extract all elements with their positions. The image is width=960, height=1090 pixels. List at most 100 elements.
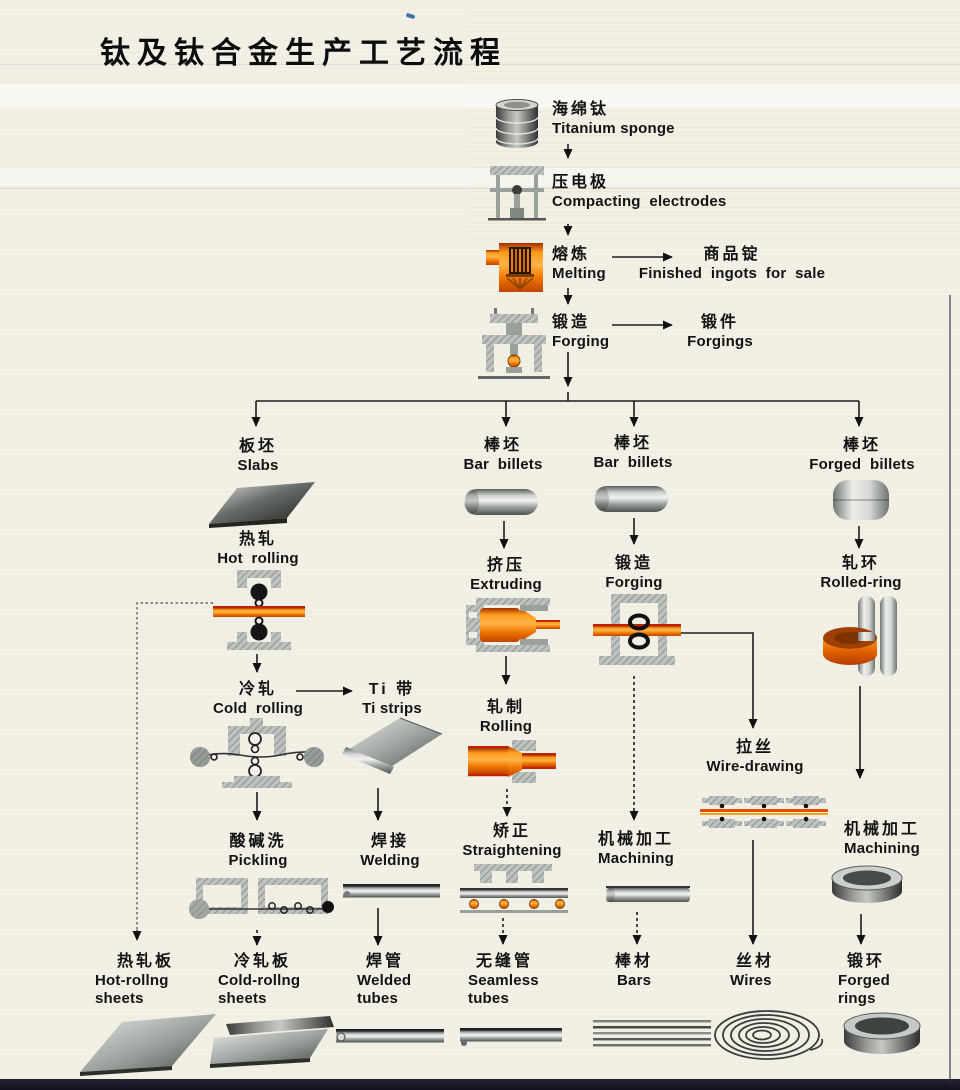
seamless-tubes-label: 无缝管 Seamless tubes xyxy=(468,952,539,1008)
wire-drawing-icon xyxy=(700,796,828,828)
straightening-machine-icon xyxy=(460,864,568,913)
straightening-label-zh: 矫正 xyxy=(492,823,532,840)
welded-tubes-label-en: Welded xyxy=(357,971,412,989)
pickling-label-en: Pickling xyxy=(228,851,288,869)
bar-billet-icon xyxy=(594,486,668,512)
page-edge-line xyxy=(949,295,951,1085)
hot-rolling-label-zh: 热轧 xyxy=(238,531,277,548)
scan-rule-line xyxy=(0,188,960,189)
forged-billets-label-zh: 棒坯 xyxy=(842,437,882,454)
bars-icon xyxy=(593,1020,711,1047)
slabs-label: 板坯 Slabs xyxy=(237,437,278,475)
wires-label-zh: 丝材 xyxy=(736,953,775,970)
page-edge-band xyxy=(0,1079,960,1090)
forging-main-label: 锻造 Forging xyxy=(552,313,609,351)
straightening-label-en: Straightening xyxy=(462,841,562,859)
seamless-tubes-label-zh: 无缝管 xyxy=(476,953,534,970)
welded-tubes-label: 焊管 Welded tubes xyxy=(357,952,411,1008)
welding-label-en: Welding xyxy=(360,851,420,869)
machining-bar-label: 机械加工 Machining xyxy=(598,830,674,868)
bar-billets-2-label-zh: 棒坯 xyxy=(613,435,652,452)
welded-tubes-label-zh: 焊管 xyxy=(366,953,405,970)
forging-bar-label-en: Forging xyxy=(605,573,663,591)
wires-label-en: Wires xyxy=(730,971,772,989)
ti-strips-label: Ti 带 Ti strips xyxy=(362,680,422,718)
pickling-label: 酸碱洗 Pickling xyxy=(228,832,287,870)
ti-strips-label-zh: Ti 带 xyxy=(368,681,416,698)
forgings-label-zh: 锻件 xyxy=(700,314,740,331)
hot-sheet-icon xyxy=(80,1014,216,1076)
bar-billet-icon xyxy=(464,489,538,515)
wire-drawing-label: 拉丝 Wire-drawing xyxy=(706,738,803,776)
forgings-label-en: Forgings xyxy=(687,332,753,350)
sponge-label: 海绵钛 Titanium sponge xyxy=(552,100,675,138)
cold-sheets-label: 冷轧板 Cold-rollng sheets xyxy=(218,952,300,1008)
extruding-label: 挤压 Extruding xyxy=(470,556,542,594)
seamless-tubes-icon xyxy=(460,1028,562,1046)
machining-bar-label-zh: 机械加工 xyxy=(597,831,675,848)
forged-billet-icon xyxy=(833,480,889,520)
seamless-tubes-label-en: Seamless xyxy=(468,971,539,989)
melting-label: 熔炼 Melting xyxy=(552,245,606,283)
hot-sheets-label-en: Hot-rollng xyxy=(95,971,169,989)
machining-bar-label-en: Machining xyxy=(598,849,674,867)
bar-billets-2-label: 棒坯 Bar billets xyxy=(593,434,672,472)
rolling-label-en: Rolling xyxy=(479,717,533,735)
forged-ring-icon xyxy=(843,1012,921,1054)
bar-billets-1-label-zh: 棒坯 xyxy=(483,437,522,454)
hot-rolling-label: 热轧 Hot rolling xyxy=(217,530,299,568)
machined-ring-icon xyxy=(831,865,903,903)
tube-rolling-icon xyxy=(468,740,556,783)
welding-label: 焊接 Welding xyxy=(360,832,419,870)
electrodes-label-zh: 压电极 xyxy=(552,174,610,191)
ring-rolling-mill-icon xyxy=(823,596,897,676)
cold-sheet-icon xyxy=(210,1016,334,1068)
pickling-line-icon xyxy=(189,878,334,919)
rolling-label: 轧制 Rolling xyxy=(480,698,532,736)
slabs-label-zh: 板坯 xyxy=(238,438,277,455)
bars-label-en: Bars xyxy=(617,971,652,989)
cold-sheets-label-en2: sheets xyxy=(218,989,267,1007)
machining-ring-label: 机械加工 Machining xyxy=(844,820,920,858)
hot-rolling-label-en: Hot rolling xyxy=(217,549,299,567)
machining-ring-label-zh: 机械加工 xyxy=(843,821,921,838)
seamless-tubes-label-en2: tubes xyxy=(468,989,510,1007)
forging-bar-label: 锻造 Forging xyxy=(605,554,662,592)
ti-strips-label-en: Ti strips xyxy=(362,699,422,717)
cold-sheets-label-en: Cold-rollng xyxy=(218,971,301,989)
bar-forging-icon xyxy=(593,594,681,665)
hot-sheets-label-zh: 热轧板 xyxy=(117,953,175,970)
melting-furnace-icon xyxy=(486,243,543,292)
rolling-label-zh: 轧制 xyxy=(486,699,526,716)
melting-label-en: Melting xyxy=(552,264,606,282)
hot-sheets-label: 热轧板 Hot-rollng sheets xyxy=(95,952,174,1008)
forging-press-icon xyxy=(478,308,550,379)
forging-main-label-zh: 锻造 xyxy=(552,314,591,331)
cold-rolling-label: 冷轧 Cold rolling xyxy=(213,680,303,718)
ingots-label: 商品锭 Finished ingots for sale xyxy=(639,245,825,283)
extruding-press-icon xyxy=(466,598,560,652)
forged-billets-label-en: Forged billets xyxy=(809,455,915,473)
ingots-label-en: Finished ingots for sale xyxy=(638,264,826,282)
rolled-ring-label: 轧环 Rolled-ring xyxy=(820,554,901,592)
cold-rolling-mill-icon xyxy=(190,718,324,788)
forgings-label: 锻件 Forgings xyxy=(687,313,753,351)
slabs-label-en: Slabs xyxy=(237,456,279,474)
bars-label: 棒材 Bars xyxy=(615,952,653,990)
cold-sheets-label-zh: 冷轧板 xyxy=(234,953,292,970)
wire-drawing-label-en: Wire-drawing xyxy=(706,757,804,775)
slab-icon xyxy=(209,482,315,528)
melting-label-zh: 熔炼 xyxy=(552,246,591,263)
forging-main-label-en: Forging xyxy=(552,332,610,350)
machining-ring-label-en: Machining xyxy=(844,839,920,857)
hot-sheets-label-en2: sheets xyxy=(95,989,144,1007)
rolled-ring-label-zh: 轧环 xyxy=(841,555,880,572)
extruding-label-en: Extruding xyxy=(470,575,542,593)
welded-tubes-label-en2: tubes xyxy=(357,989,399,1007)
welding-label-zh: 焊接 xyxy=(370,833,410,850)
bars-label-zh: 棒材 xyxy=(615,953,654,970)
rolled-ring-label-en: Rolled-ring xyxy=(820,573,902,591)
forged-rings-label: 锻环 Forged rings xyxy=(838,952,890,1008)
titanium-sponge-icon xyxy=(495,99,539,148)
